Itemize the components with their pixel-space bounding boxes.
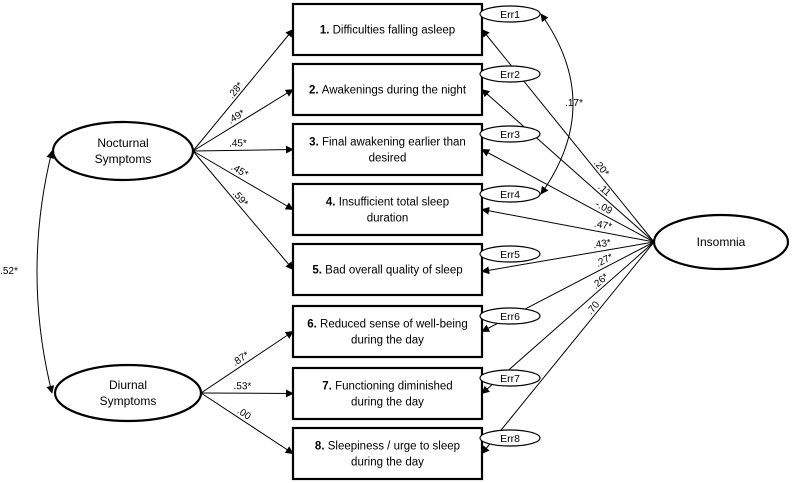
indicator-box-4: 4. Insufficient total sleep duration (291, 182, 484, 237)
error-term-6: Err6 (479, 307, 541, 325)
indicator-label-line: during the day (351, 335, 424, 347)
error-label: Err7 (500, 373, 520, 385)
error-label: Err1 (500, 9, 520, 21)
error-term-2: Err2 (479, 65, 541, 83)
diurnal-loading-arrow-6 (200, 331, 294, 394)
error-label: Err5 (500, 249, 520, 261)
insomnia-loading-arrow-8 (481, 241, 655, 455)
insomnia-loading-arrow-3 (481, 149, 655, 243)
path-arrows (36, 10, 655, 455)
error-label: Err3 (500, 129, 520, 141)
indicator-label-line: 1. Difficulties falling asleep (320, 25, 455, 37)
indicator-label-line: desired (369, 153, 407, 165)
indicator-label-line: 8. Sleepiness / urge to sleep (315, 441, 460, 453)
latent-insomnia: Insomnia (652, 213, 790, 271)
insomnia-loading-arrow-2 (481, 88, 655, 243)
indicator-box-3: 3. Final awakening earlier than desired (291, 122, 484, 177)
indicator-label-line: 7. Functioning diminished (322, 381, 452, 393)
indicator-label-line: 2. Awakenings during the night (309, 85, 467, 97)
insomnia-loading-arrow-1 (481, 28, 655, 243)
insomnia-loading-value-1: .20* (591, 158, 611, 179)
diagram-nodes: 1. Difficulties falling asleep 2. Awakeni… (51, 2, 790, 481)
error-covariance-value: .17* (565, 98, 583, 109)
insomnia-loading-value-7: .26* (590, 271, 611, 291)
latent-nocturnal-symptoms-label: Nocturnal (97, 136, 148, 150)
diurnal-loading-value-8: .00 (235, 406, 253, 423)
indicator-label-line: during the day (351, 397, 424, 409)
indicator-label-line: 6. Reduced sense of well-being (307, 319, 467, 331)
insomnia-loading-value-4: .47* (593, 219, 613, 233)
indicator-label-line: 4. Insufficient total sleep (326, 197, 449, 209)
nocturnal-loading-arrow-5 (192, 150, 294, 271)
error-term-1: Err1 (479, 5, 541, 23)
diurnal-loading-arrow-8 (200, 392, 294, 454)
insomnia-loading-value-5: .43* (592, 237, 612, 251)
nocturnal-loading-arrow-3 (192, 145, 294, 154)
error-label: Err6 (500, 311, 520, 323)
factor-covariance-value: .52* (0, 266, 18, 277)
latent-diurnal-symptoms-label: Symptoms (100, 394, 157, 408)
indicator-box-5: 5. Bad overall quality of sleep (291, 242, 484, 297)
indicator-box-2: 2. Awakenings during the night (291, 62, 484, 117)
nocturnal-loading-arrow-1 (192, 28, 294, 152)
error-label: Err2 (500, 69, 520, 81)
nocturnal-loading-arrow-4 (192, 150, 294, 210)
error-term-3: Err3 (479, 125, 541, 143)
nocturnal-loading-value-1: .28* (226, 80, 246, 101)
nocturnal-loading-value-5: .59* (230, 188, 250, 209)
insomnia-loading-arrow-5 (481, 241, 655, 275)
indicator-label-line: duration (367, 213, 409, 225)
latent-insomnia-label: Insomnia (697, 235, 746, 249)
insomnia-loading-value-2: .11 (595, 182, 612, 199)
error-covariance-arrow (540, 13, 574, 195)
error-term-8: Err8 (479, 429, 541, 447)
error-label: Err4 (500, 189, 520, 201)
nocturnal-loading-arrow-2 (192, 89, 294, 152)
diurnal-loading-value-7: .53* (233, 381, 251, 392)
latent-diurnal-symptoms-label: Diurnal (109, 378, 147, 392)
error-term-7: Err7 (479, 369, 541, 387)
insomnia-loading-arrow-7 (481, 241, 655, 395)
latent-nocturnal-symptoms-label: Symptoms (95, 152, 152, 166)
indicator-box-1: 1. Difficulties falling asleep (291, 2, 484, 57)
indicator-box-7: 7. Functioning diminished during the day (291, 366, 484, 421)
diurnal-loading-arrow-7 (200, 389, 294, 398)
error-label: Err8 (500, 433, 520, 445)
indicator-label-line: 5. Bad overall quality of sleep (312, 265, 462, 277)
insomnia-loading-value-8: .70 (585, 299, 603, 317)
factor-covariance-arrow (36, 150, 55, 394)
error-term-5: Err5 (479, 245, 541, 263)
nocturnal-loading-value-3: .45* (229, 138, 247, 149)
indicator-box-8: 8. Sleepiness / urge to sleep during the … (291, 426, 484, 481)
error-term-4: Err4 (479, 185, 541, 203)
indicator-box-6: 6. Reduced sense of well-being during the… (291, 304, 484, 359)
indicator-label-line: 3. Final awakening earlier than (309, 137, 466, 149)
insomnia-loading-arrow-4 (481, 206, 655, 243)
indicator-label-line: during the day (351, 457, 424, 469)
